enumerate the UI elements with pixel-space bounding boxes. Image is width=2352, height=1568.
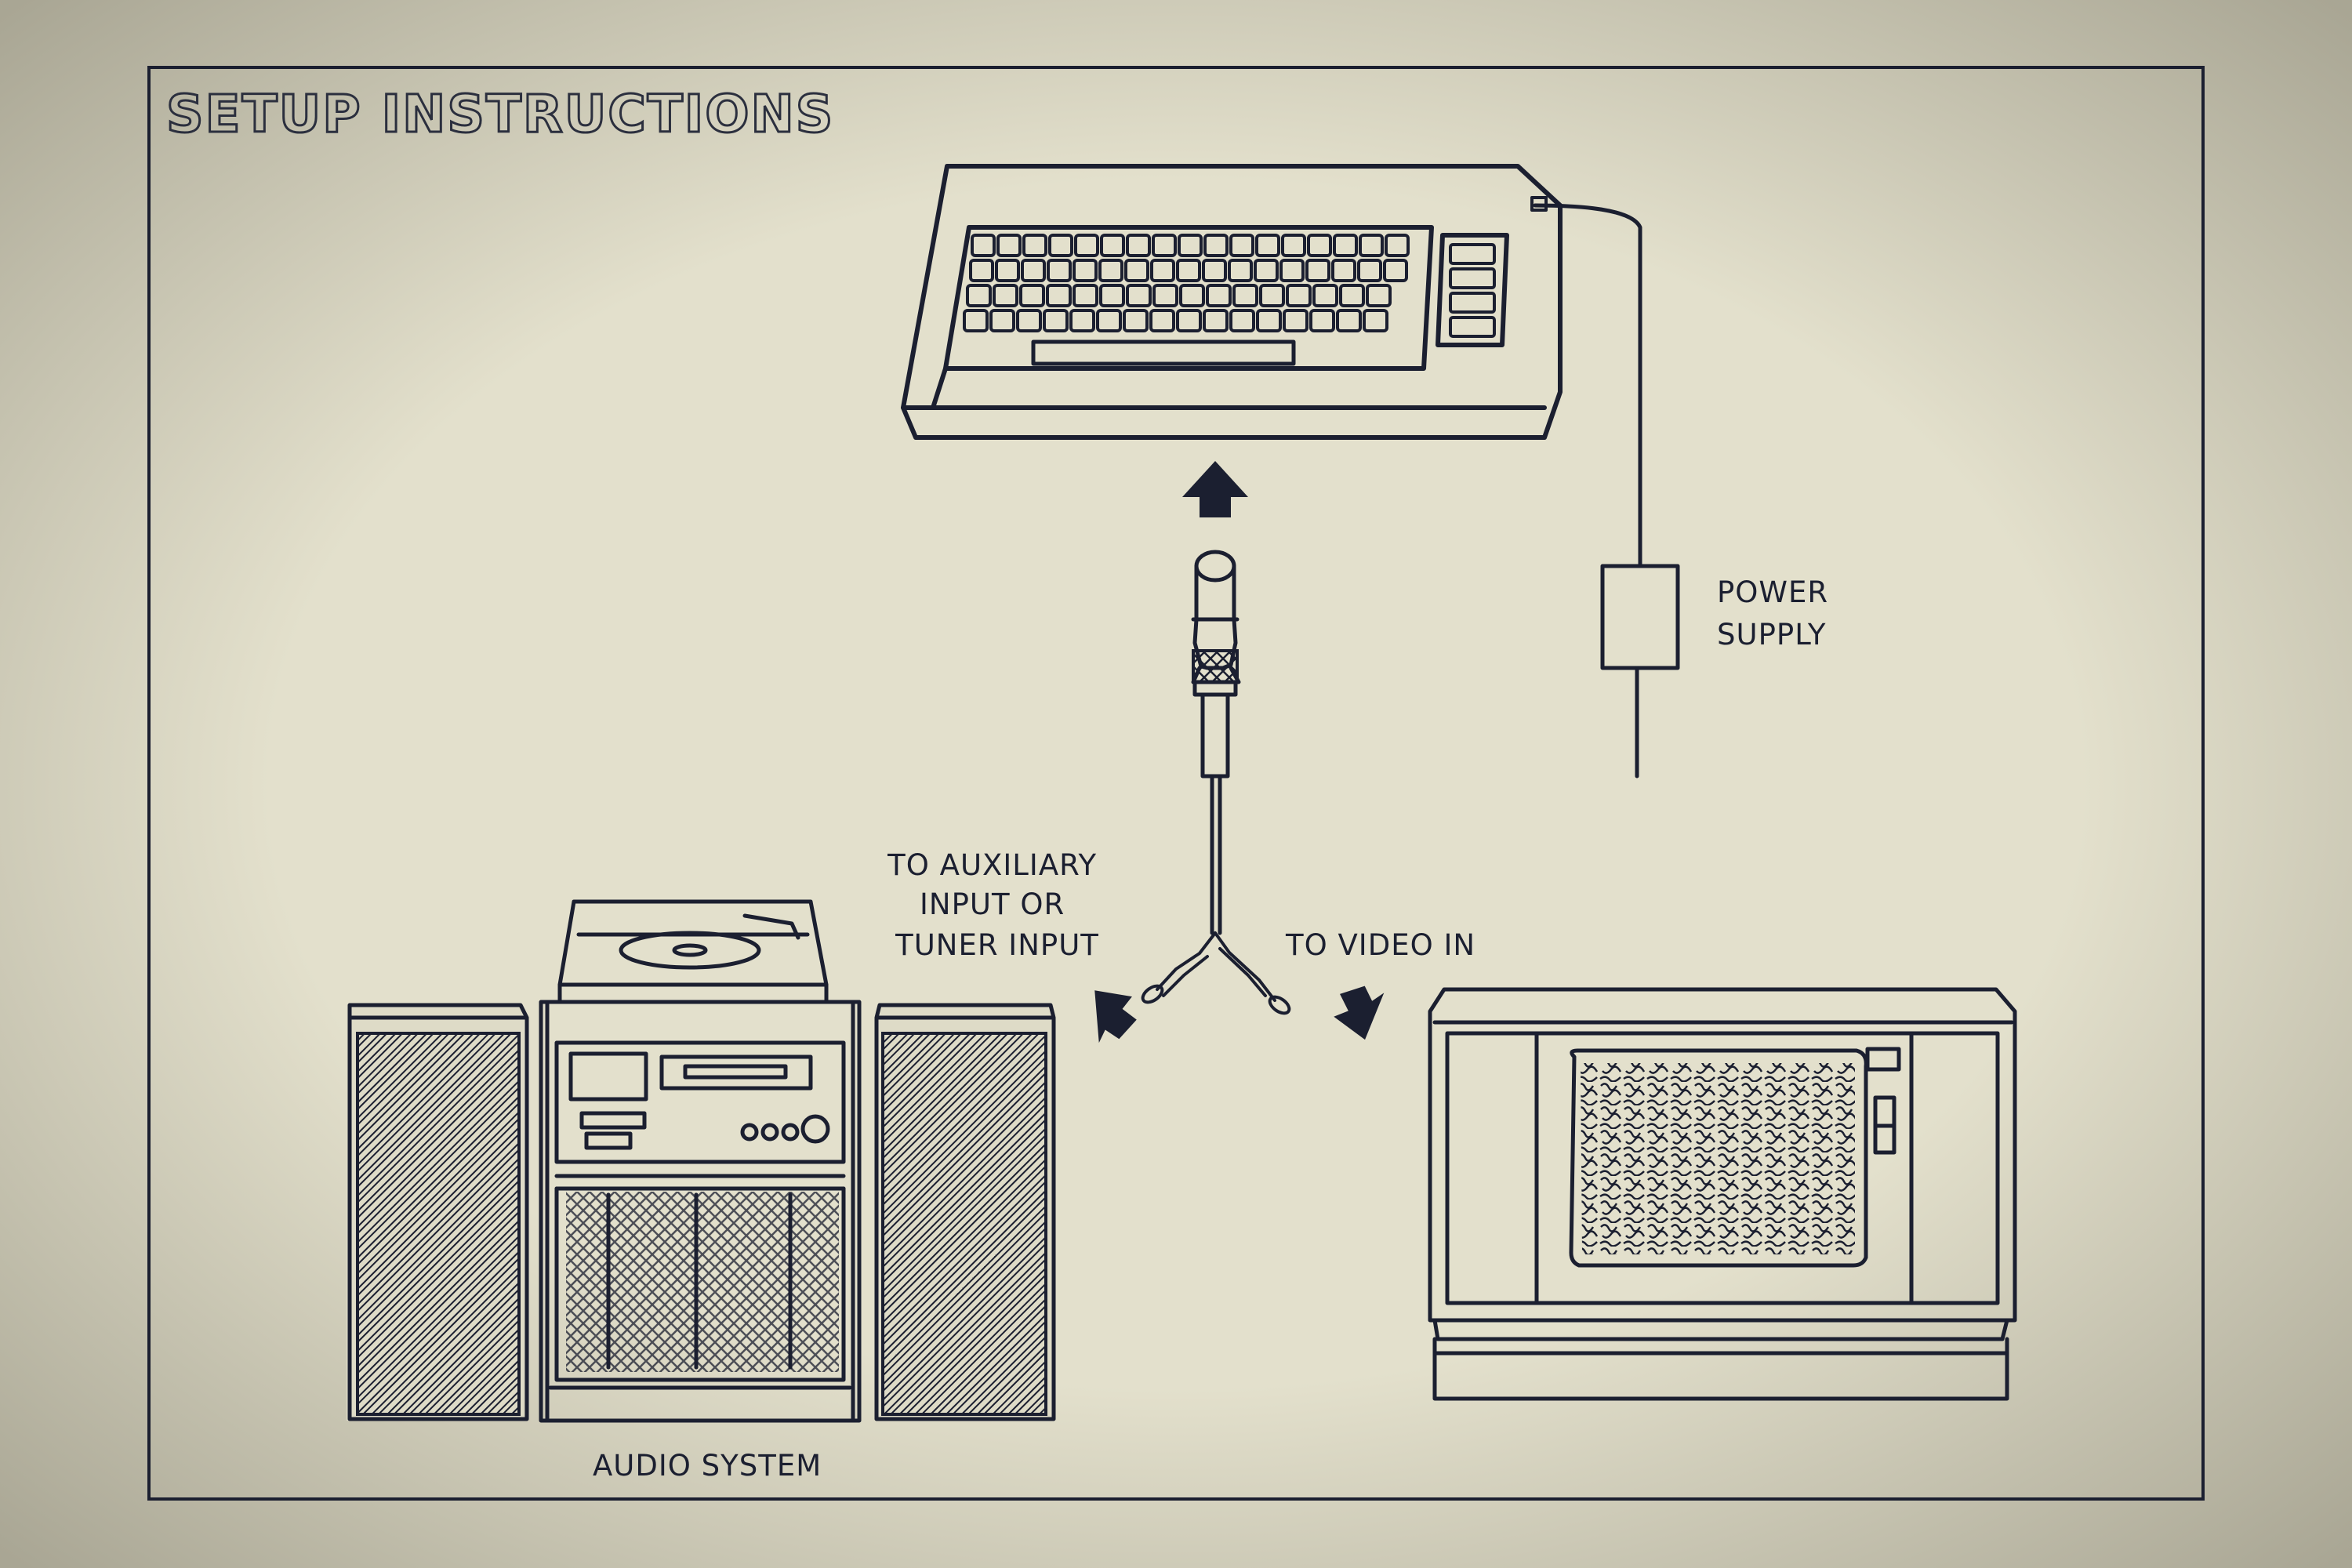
keyboard-key [1098,259,1123,282]
keyboard-key [1309,309,1335,332]
keyboard-key [966,284,992,307]
keyboard-key [1179,284,1205,307]
keyboard-key [993,284,1018,307]
keyboard-key [1043,309,1069,332]
keyboard-key [1149,309,1175,332]
keyboard-key [1178,234,1203,257]
arrow-left-icon [1094,990,1137,1044]
keyboard-key [1016,309,1042,332]
television-icon [1428,987,2017,1401]
keypad-keys [1449,243,1496,338]
tv-screen-static [1581,1063,1855,1254]
keyboard-key [1283,309,1308,332]
keyboard-key [1069,309,1095,332]
keyboard-key [1176,259,1201,282]
keyboard-key [1099,284,1125,307]
arrow-right-icon [1334,985,1385,1040]
audio-input-label: TO AUXILIARY INPUT OR TUNER INPUT [887,848,1107,962]
keyboard-key [1305,259,1330,282]
keyboard-key [1019,284,1045,307]
keyboard-key [1021,259,1046,282]
keyboard-key [1281,234,1306,257]
keyboard-key [1047,259,1072,282]
keyboard-key [1074,234,1099,257]
keyboard-key [1048,234,1073,257]
keyboard-key [1229,234,1254,257]
left-speaker-grille [356,1032,521,1416]
keyboard-key [1152,234,1177,257]
keyboard-key [1363,309,1388,332]
keyboard-key [1073,284,1098,307]
right-speaker-grille [881,1032,1047,1416]
keyboard-key [1100,234,1125,257]
keyboard-key [989,309,1015,332]
keyboard-key [1331,259,1356,282]
keyboard-key [1046,284,1072,307]
keypad-key [1449,243,1496,265]
keyboard-key [995,259,1020,282]
keyboard-key [1279,259,1305,282]
keyboard-key [1206,284,1232,307]
keyboard-key [1073,259,1098,282]
keyboard-key [1126,284,1152,307]
keypad-key [1449,267,1496,289]
border-frame [147,66,2205,1501]
keyboard-key [1383,259,1408,282]
keypad-key [1449,292,1496,314]
video-input-label: TO VIDEO IN [1285,928,1475,962]
keyboard-key [1256,309,1282,332]
keyboard-key [1228,259,1253,282]
keypad-key [1449,316,1496,338]
keyboard-key [1203,309,1229,332]
audio-system-icon [347,899,1056,1423]
page-title: SETUP INSTRUCTIONS [166,84,834,144]
keyboard-key [1096,309,1122,332]
keyboard-key [1336,309,1362,332]
keyboard-key [1124,259,1149,282]
keyboard-key [1254,259,1279,282]
keyboard-key [1152,284,1178,307]
keyboard-key [1203,234,1229,257]
spacebar-icon [1031,339,1296,366]
keyboard-key [1150,259,1175,282]
keyboard-key [1232,284,1258,307]
plug-grip-icon [1192,649,1239,684]
cable-icon [1210,774,1222,935]
power-supply-icon [1600,564,1680,670]
record-rack-icon [566,1192,839,1372]
keyboard-key [1229,309,1255,332]
power-cord-top [1533,203,1642,568]
keyboard-keys [963,234,1410,332]
cable-split-icon [1141,931,1291,1015]
power-jack-icon [1530,196,1548,212]
keyboard-key [1259,284,1285,307]
keyboard-key [1333,234,1358,257]
arrow-up-icon [1182,461,1248,517]
keyboard-key [1202,259,1227,282]
audio-system-label: AUDIO SYSTEM [593,1449,822,1483]
keyboard-key [1339,284,1365,307]
keyboard-key [1359,234,1384,257]
keyboard-key [963,309,989,332]
keyboard-key [1255,234,1280,257]
keyboard-key [969,259,994,282]
power-supply-label: POWER SUPPLY [1717,575,1838,652]
keyboard-key [1123,309,1149,332]
keyboard-key [1312,284,1338,307]
keyboard-key [1176,309,1202,332]
keyboard-key [1022,234,1047,257]
keyboard-key [971,234,996,257]
keyboard-key [996,234,1022,257]
turntable-icon [557,899,829,1004]
keyboard-key [1357,259,1382,282]
keyboard-key [1366,284,1392,307]
keyboard-key [1307,234,1332,257]
keyboard-key [1286,284,1312,307]
computer-keyboard-icon [901,164,1563,440]
keyboard-key [1385,234,1410,257]
keyboard-key [1126,234,1151,257]
